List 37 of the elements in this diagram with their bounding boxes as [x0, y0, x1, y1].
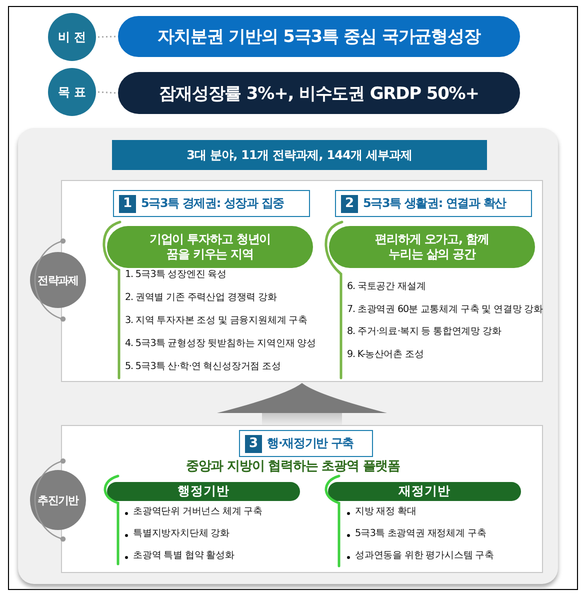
number-badge: 2	[341, 194, 358, 212]
list-item: 3. 지역 투자자본 조성 및 금융지원체계 구축	[125, 314, 308, 327]
heading-box	[335, 190, 532, 217]
list-item: 7. 초광역권 60분 교통체계 구축 및 연결망 강화	[347, 302, 543, 316]
header-bar: 3대 분야, 11개 전략과제, 144개 세부과제	[112, 140, 487, 170]
list-item: 1. 5극3특 성장엔진 육성	[125, 268, 227, 281]
vision-pill: 자치분권 기반의 5극3특 중심 국가균형성장	[118, 16, 520, 57]
heading-text: 행·재정기반 구축	[267, 435, 354, 452]
dotted-connector	[98, 36, 118, 38]
label-circle: 비 전	[48, 13, 96, 61]
bullet-item: 지방 재정 확대	[355, 505, 416, 518]
bullet-item: 특별지방자치단체 강화	[133, 527, 230, 540]
panel-background	[18, 128, 558, 584]
category-bar: 재정기반	[328, 482, 521, 501]
list-item: 4. 5극3특 균형성장 뒷받침하는 지역인재 양성	[125, 337, 316, 350]
list-item: 9. K-농산어촌 조성	[347, 348, 424, 360]
list-item: 2. 권역별 기존 주력산업 경쟁력 강화	[125, 291, 277, 304]
bullet-item: 성과연동을 위한 평가시스템 구축	[355, 549, 494, 562]
list-item: 8. 주거·의료·복지 등 통합연계망 강화	[347, 325, 502, 338]
goal-pill: 잠재성장률 3%+, 비수도권 GRDP 50%+	[118, 72, 520, 114]
heading-box	[113, 190, 310, 217]
bullet-item: 초광역 특별 협약 활성화	[133, 549, 234, 562]
heading-text: 5극3특 경제권: 성장과 집중	[141, 195, 284, 212]
category-bar: 행정기반	[107, 482, 300, 501]
bullet-item: 5극3특 초광역권 재정체계 구축	[355, 527, 486, 540]
number-badge: 1	[119, 194, 136, 212]
dotted-connector	[98, 91, 118, 94]
subtitle: 중앙과 지방이 협력하는 초광역 플랫폼	[184, 458, 402, 475]
title-pill: 기업이 투자하고 청년이 꿈을 키우는 지역	[107, 226, 313, 268]
heading-box	[239, 430, 373, 457]
list-item: 6. 국토공간 재설계	[347, 280, 426, 293]
list-item: 5. 5극3특 산·학·연 혁신성장거점 조성	[125, 360, 281, 373]
bullet-item: 초광역단위 거버넌스 체계 구축	[133, 505, 263, 518]
heading-text: 5극3특 생활권: 연결과 확산	[363, 195, 506, 212]
number-badge: 3	[245, 434, 262, 452]
title-pill: 편리하게 오가고, 함께 누리는 삶의 공간	[329, 226, 535, 268]
label-circle: 목 표	[48, 68, 96, 116]
